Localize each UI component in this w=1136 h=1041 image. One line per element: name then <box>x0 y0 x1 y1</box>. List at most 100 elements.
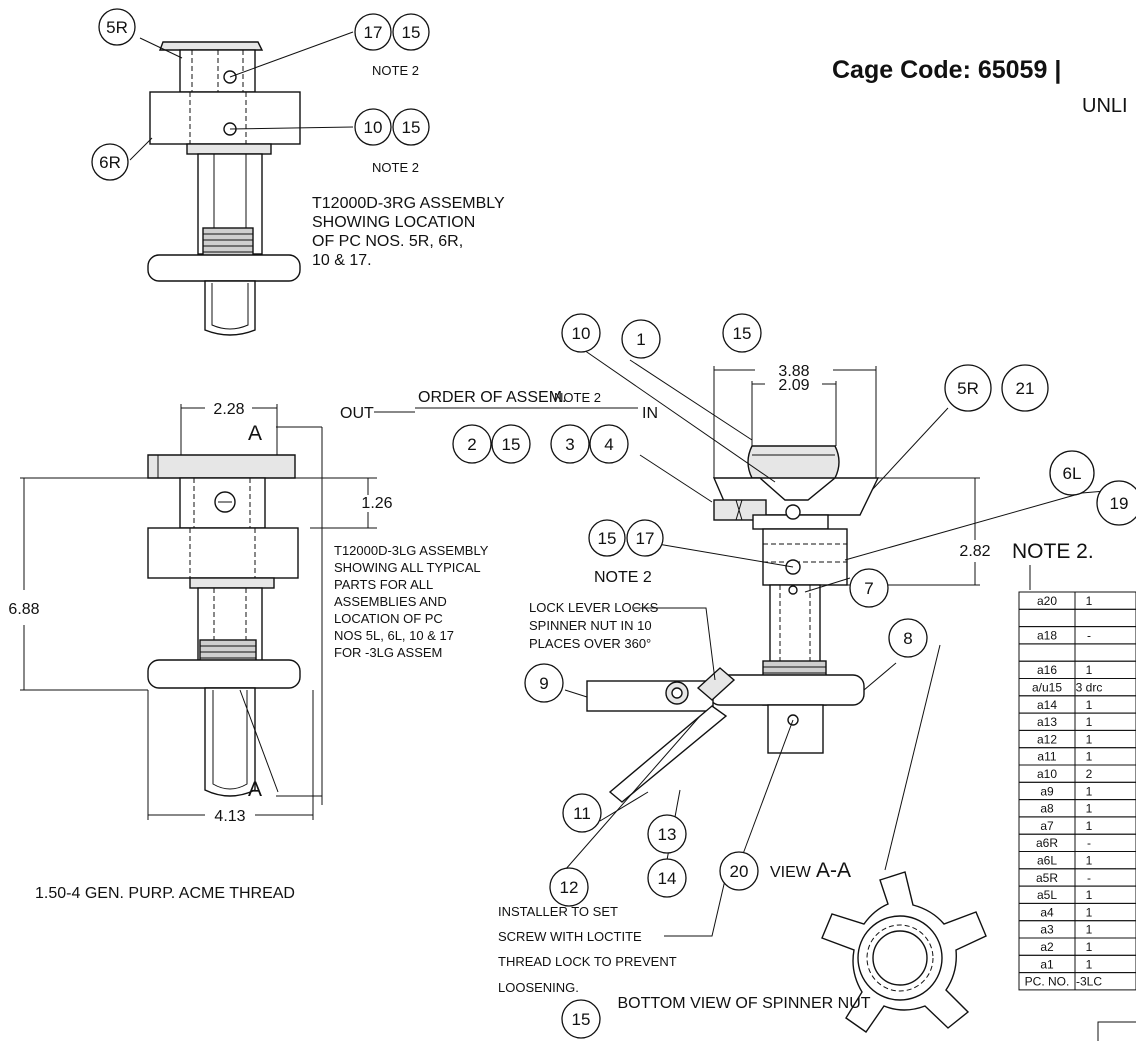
table-cell-qty: 1 <box>1086 905 1093 919</box>
balloon-17-side: 17 <box>636 529 655 548</box>
svg-text:ASSEMBLIES AND: ASSEMBLIES AND <box>334 594 447 609</box>
table-cell-qty: - <box>1087 836 1091 850</box>
balloon-3: 3 <box>565 435 574 454</box>
balloon-11: 11 <box>573 804 591 823</box>
table-cell-qty: -3LC <box>1076 975 1102 989</box>
table-cell-qty: 1 <box>1086 715 1093 729</box>
table-cell-qty: 1 <box>1086 663 1093 677</box>
table-row <box>1018 937 1136 956</box>
dim-2-28: 2.28 <box>213 401 244 418</box>
table-cell-qty: 2 <box>1086 767 1093 781</box>
balloon-15-main: 15 <box>733 324 752 343</box>
table-cell-qty: 1 <box>1086 594 1093 608</box>
table-cell-pc-no: a16 <box>1037 663 1057 677</box>
balloon-15-bottom: 15 <box>572 1010 591 1029</box>
table-cell-qty: 1 <box>1086 784 1093 798</box>
balloon-6r: 6R <box>99 153 121 172</box>
table-row <box>1018 972 1136 991</box>
table-cell-qty: 1 <box>1086 750 1093 764</box>
out-label: OUT <box>340 405 374 422</box>
svg-text:SCREW WITH LOCTITE: SCREW WITH LOCTITE <box>498 929 642 944</box>
balloon-17-top: 17 <box>364 23 383 42</box>
table-cell-pc-no: a6L <box>1037 854 1057 868</box>
table-cell-qty: 1 <box>1086 819 1093 833</box>
table-cell-pc-no: a5R <box>1036 871 1058 885</box>
note-2-top: NOTE 2 <box>372 63 419 78</box>
table-cell-qty: 1 <box>1086 957 1093 971</box>
svg-text:SHOWING ALL TYPICAL: SHOWING ALL TYPICAL <box>334 560 481 575</box>
table-cell-qty: 1 <box>1086 732 1093 746</box>
table-cell-pc-no: a7 <box>1040 819 1054 833</box>
rg-assembly-view <box>129 31 354 336</box>
balloon-15-top-2: 15 <box>402 118 421 137</box>
table-cell-qty: - <box>1087 871 1091 885</box>
table-row <box>1018 816 1136 835</box>
note-2-top-2: NOTE 2 <box>372 160 419 175</box>
main-assembly-view <box>564 347 1136 937</box>
note-2-big: NOTE 2. <box>1012 540 1094 563</box>
in-label: IN <box>642 405 658 422</box>
lock-caption: LOCK LEVER LOCKS SPINNER NUT IN 10 PLACE… <box>529 600 659 651</box>
table-cell-pc-no: a14 <box>1037 698 1057 712</box>
dim-6-88: 6.88 <box>8 601 39 618</box>
balloon-8: 8 <box>903 629 912 648</box>
note-2-main: NOTE 2 <box>554 390 601 405</box>
table-cell-qty: 1 <box>1086 854 1093 868</box>
section-a-bottom: A <box>248 778 262 801</box>
rg-caption: T12000D-3RG ASSEMBLY SHOWING LOCATION OF… <box>312 195 505 269</box>
table-cell-pc-no: a13 <box>1037 715 1057 729</box>
balloon-15-side: 15 <box>598 529 617 548</box>
table-row <box>1018 799 1136 818</box>
table-cell-pc-no: a18 <box>1037 629 1057 643</box>
svg-text:LOCK LEVER LOCKS: LOCK LEVER LOCKS <box>529 600 659 615</box>
balloon-19: 19 <box>1110 494 1129 513</box>
balloon-12: 12 <box>560 878 579 897</box>
balloon-15-order: 15 <box>502 435 521 454</box>
balloon-6l: 6L <box>1063 464 1082 483</box>
balloon-4: 4 <box>604 435 613 454</box>
thread-caption: 1.50-4 GEN. PURP. ACME THREAD <box>35 885 295 902</box>
table-row <box>1018 954 1136 974</box>
svg-text:PARTS FOR ALL: PARTS FOR ALL <box>334 577 433 592</box>
table-cell-pc-no: a9 <box>1040 784 1054 798</box>
svg-text:NOS 5L, 6L, 10 & 17: NOS 5L, 6L, 10 & 17 <box>334 628 454 643</box>
balloon-7: 7 <box>864 579 873 598</box>
svg-text:LOCATION OF PC: LOCATION OF PC <box>334 611 443 626</box>
table-cell-pc-no: a10 <box>1037 767 1057 781</box>
balloon-14: 14 <box>658 869 677 888</box>
table-cell-pc-no: PC. NO. <box>1025 975 1070 989</box>
balloon-10: 10 <box>572 324 591 343</box>
subtitle-fragment: UNLI <box>1082 95 1128 117</box>
lg-assembly-view <box>20 404 377 820</box>
table-row <box>1018 902 1136 922</box>
table-cell-pc-no: a20 <box>1037 594 1057 608</box>
table-row <box>1018 608 1136 628</box>
spinner-nut-bottom-view <box>821 871 987 1033</box>
table-cell-pc-no: a11 <box>1037 750 1056 764</box>
table-cell-pc-no: a1 <box>1040 957 1054 971</box>
installer-caption: INSTALLER TO SET SCREW WITH LOCTITE THRE… <box>498 904 677 995</box>
order-of-assembly: ORDER OF ASSEM. <box>418 389 566 406</box>
table-cell-pc-no: a4 <box>1040 905 1054 919</box>
lg-caption: T12000D-3LG ASSEMBLY SHOWING ALL TYPICAL… <box>334 543 489 660</box>
svg-text:SPINNER NUT IN 10: SPINNER NUT IN 10 <box>529 618 652 633</box>
table-row <box>1018 920 1136 939</box>
table-cell-pc-no: a6R <box>1036 836 1058 850</box>
svg-text:FOR -3LG ASSEM: FOR -3LG ASSEM <box>334 645 442 660</box>
section-a-top: A <box>248 422 262 445</box>
balloon-20: 20 <box>730 862 749 881</box>
table-row <box>1018 643 1136 662</box>
svg-text:T12000D-3RG ASSEMBLY: T12000D-3RG ASSEMBLY <box>312 195 505 212</box>
svg-text:LOOSENING.: LOOSENING. <box>498 980 579 995</box>
balloon-21: 21 <box>1016 379 1035 398</box>
view-name: A-A <box>816 859 851 882</box>
table-cell-qty: 1 <box>1086 923 1093 937</box>
balloon-15-top: 15 <box>402 23 421 42</box>
table-cell-qty: - <box>1087 629 1091 643</box>
cage-code-title: Cage Code: 65059 | <box>832 56 1061 84</box>
view-label: VIEW <box>770 864 812 881</box>
svg-text:10 & 17.: 10 & 17. <box>312 252 372 269</box>
dim-1-26: 1.26 <box>361 495 392 512</box>
